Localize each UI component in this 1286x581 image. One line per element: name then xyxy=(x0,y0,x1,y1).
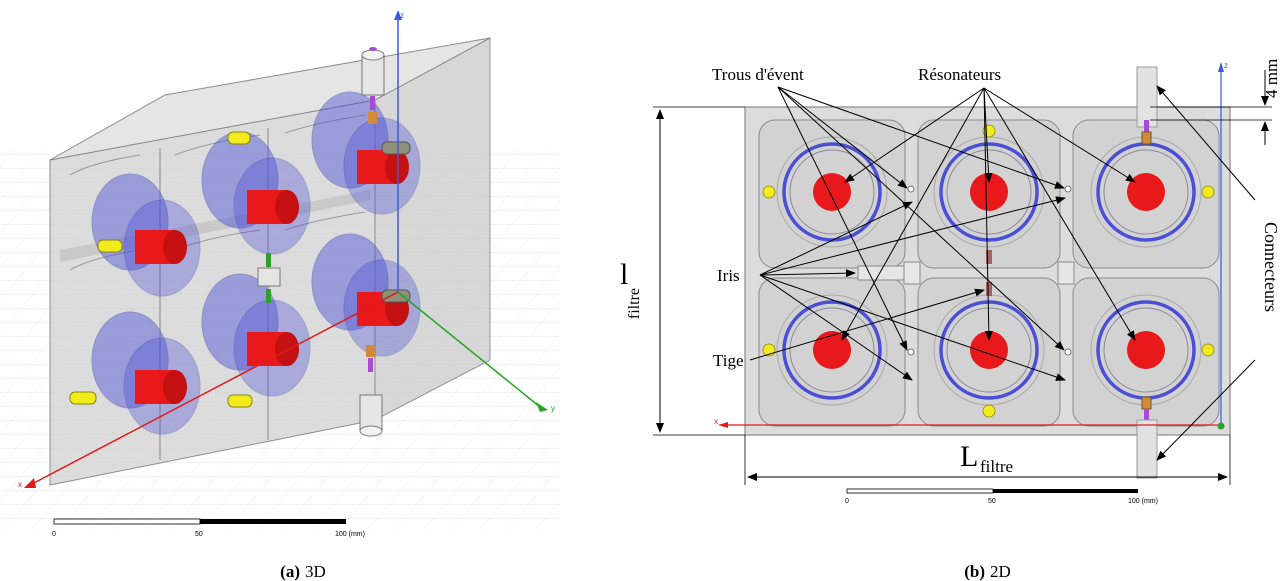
axis-x-label-3d: x xyxy=(18,480,22,489)
label-rod: Tige xyxy=(713,351,744,370)
connector-bottom-2d xyxy=(1136,396,1158,479)
panel-3d: z y x 0 50 100 (mm) (a) 3D xyxy=(0,10,560,581)
tuning-screws-3d xyxy=(69,131,253,408)
scale-bar-2d xyxy=(846,488,1138,494)
resonator-2d-6 xyxy=(1090,294,1202,406)
resonator-3d-4 xyxy=(91,311,201,435)
label-connectors: Connecteurs xyxy=(1261,222,1281,312)
axis-y-label-3d: y xyxy=(551,404,555,413)
scale-tick-50-3d: 50 xyxy=(195,531,203,538)
label-resonators: Résonateurs xyxy=(918,65,1001,84)
scale-tick-100-3d: 100 (mm) xyxy=(335,531,365,538)
caption-text-a: 3D xyxy=(305,562,326,581)
coupling-rod-2d xyxy=(986,250,992,296)
axis-x-label-2d: x xyxy=(714,417,718,426)
caption-letter-a: (a) xyxy=(280,562,300,581)
caption-letter-b: (b) xyxy=(964,562,985,581)
axis-z-label-3d: z xyxy=(400,11,404,20)
coupling-rod-3d xyxy=(257,253,281,303)
tuning-screws-2d xyxy=(762,124,1215,418)
dimension-4mm xyxy=(1150,70,1272,145)
resonator-3d-6 xyxy=(311,233,421,357)
axis-z-label-2d: z xyxy=(1224,61,1228,70)
axes-3d xyxy=(24,10,548,488)
length-label-main: L xyxy=(960,440,978,473)
callout-arrows xyxy=(749,85,1256,461)
scale-tick-0-2d: 0 xyxy=(845,498,849,505)
height-label-sub: filtre xyxy=(626,288,643,319)
dimension-height xyxy=(653,106,745,436)
height-label-main: l xyxy=(620,258,628,291)
dimension-length xyxy=(744,435,1231,485)
caption-text-b: 2D xyxy=(990,562,1011,581)
label-iris: Iris xyxy=(717,266,740,285)
resonator-3d-5 xyxy=(201,273,311,397)
scale-tick-100-2d: 100 (mm) xyxy=(1128,498,1158,505)
tuning-screws-grey-3d xyxy=(381,141,411,303)
resonator-2d-2 xyxy=(933,136,1045,248)
axes-2d xyxy=(718,62,1225,430)
vent-holes-2d xyxy=(907,185,1072,356)
resonator-2d-3 xyxy=(1090,136,1202,248)
scale-bar-3d xyxy=(53,518,346,525)
scale-tick-0-3d: 0 xyxy=(52,531,56,538)
length-label-sub: filtre xyxy=(980,457,1013,476)
scale-tick-50-2d: 50 xyxy=(988,498,996,505)
label-vent-holes: Trous d'évent xyxy=(712,65,804,84)
panel-2d: z x l filtre L filtre 4 mm xyxy=(620,59,1281,581)
dim-4mm-label: 4 mm xyxy=(1262,59,1281,98)
connector-top-3d xyxy=(361,47,385,124)
cavities-2d xyxy=(758,119,1220,427)
connector-bottom-3d xyxy=(359,345,383,437)
connector-top-2d xyxy=(1136,66,1158,145)
resonator-3d-2 xyxy=(201,131,311,255)
